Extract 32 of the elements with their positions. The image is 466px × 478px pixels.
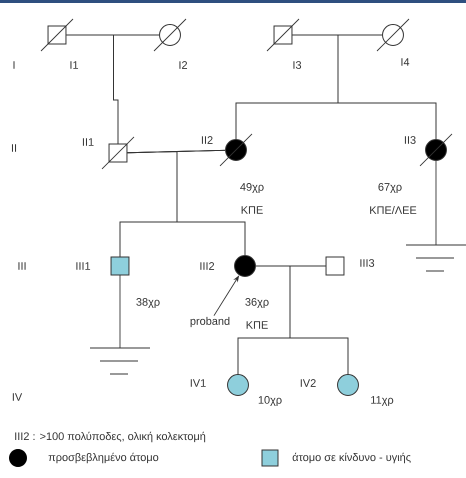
note-text: 67χρ [378,183,402,193]
descent-line [290,266,348,374]
individual-id: III2 [200,262,214,270]
note-text: 38χρ [136,298,160,308]
descent-line [176,150,246,256]
generation-label: IV [12,393,22,401]
note-text: 11χρ [371,396,394,406]
individual-id: II3 [404,136,416,144]
note-text: 10χρ [258,396,282,406]
note-text: ΚΠΕ/ΛΕΕ [370,206,416,214]
individual-id: II1 [82,138,94,146]
descent-line [113,34,160,144]
generation-label: III [18,262,26,270]
note-text: III2 : >100 πολύποδες, ολική κολεκτομή [15,432,206,442]
generation-label: II [12,144,16,152]
individual-id: III1 [76,262,90,270]
individual-id: I1 [70,61,78,69]
individual-id: I4 [401,58,410,66]
legend-text: άτομο σε κίνδυνο - υγιής [292,452,411,464]
note-text: ΚΠΕ [242,206,263,214]
individual-id: I3 [293,61,302,69]
legend-text: προσβεβλημένο άτομο [48,452,158,464]
individual-id: III3 [360,259,374,267]
descent-line [338,34,436,140]
individual-id: IV1 [190,379,206,387]
note-text: 49χρ [240,183,264,193]
note-text: ΚΠΕ [246,321,268,329]
note-text: 36χρ [245,298,269,308]
individual-id: I2 [179,61,188,69]
individual-id: II2 [202,136,213,144]
individual-id: IV2 [300,379,316,387]
pointer-text: proband [190,316,230,328]
